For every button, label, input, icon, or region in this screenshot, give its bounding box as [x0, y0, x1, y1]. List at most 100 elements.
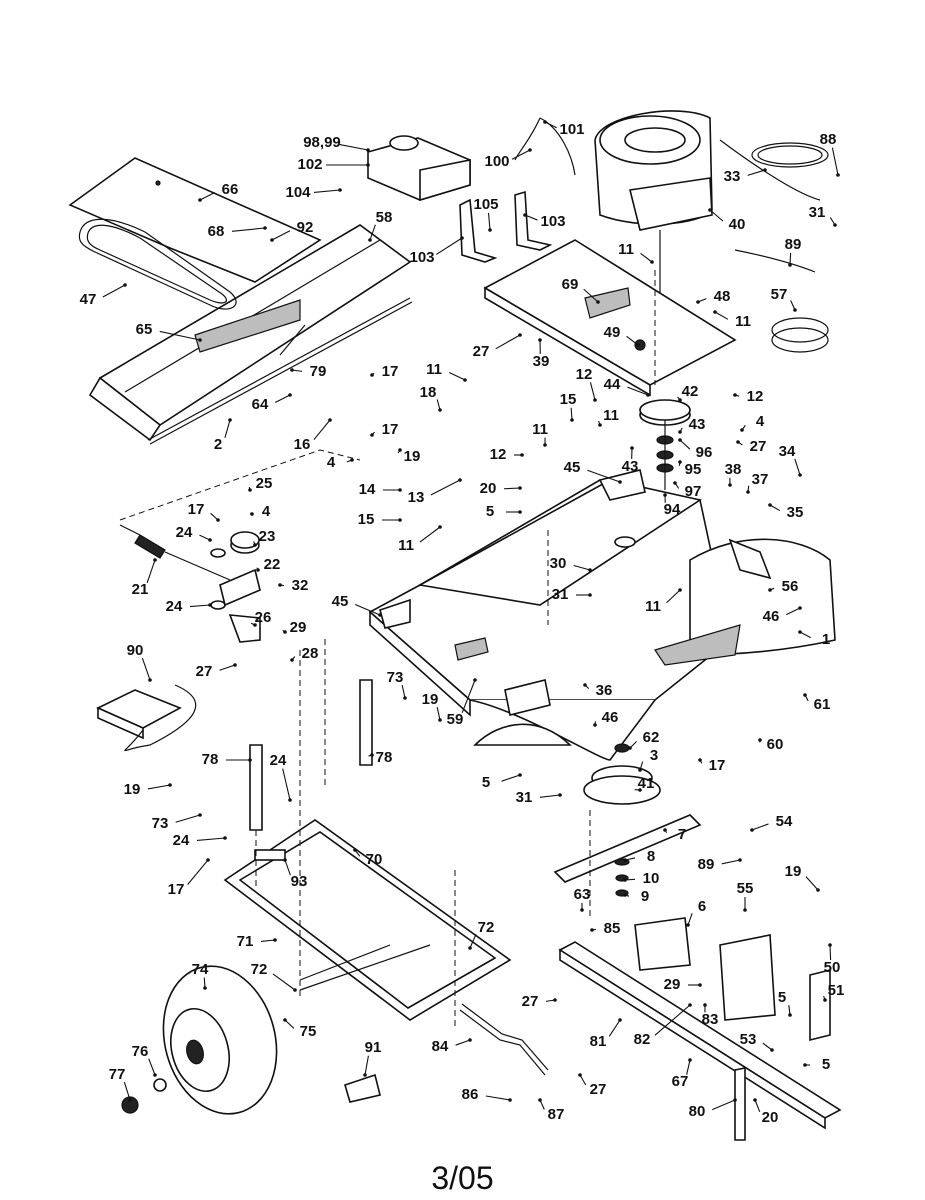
callout-label: 15: [560, 391, 577, 408]
callout-label: 86: [462, 1086, 479, 1103]
callout: 25: [248, 475, 272, 492]
callout: 74: [192, 961, 209, 990]
callout-label: 31: [516, 789, 533, 806]
callout: 17: [370, 421, 398, 438]
callout-arrow-tip: [256, 568, 260, 572]
callout: 11: [532, 421, 548, 447]
callout: 19: [397, 448, 420, 465]
callout-label: 76: [132, 1043, 149, 1060]
callout: 75: [283, 1018, 316, 1040]
callout: 76: [132, 1043, 157, 1077]
callout-label: 40: [729, 216, 746, 233]
callout-label: 46: [602, 709, 619, 726]
callout-leader: [640, 252, 653, 263]
callout-arrow-tip: [698, 983, 702, 987]
callout: 45: [332, 593, 382, 617]
callout-leader: [148, 1058, 156, 1076]
callout-arrow-tip: [768, 503, 772, 507]
callout-label: 24: [173, 832, 190, 849]
callout-label: 72: [478, 919, 495, 936]
callout-label: 43: [622, 458, 639, 475]
callout-leader: [461, 679, 476, 714]
callout-arrow-tip: [398, 518, 402, 522]
callout-arrow-tip: [678, 460, 682, 464]
callout-label: 11: [735, 313, 751, 330]
callout-label: 78: [376, 749, 393, 766]
callout: 11: [598, 407, 619, 427]
callout-label: 19: [422, 691, 439, 708]
callout-label: 39: [533, 353, 550, 370]
callout-label: 55: [737, 880, 754, 897]
callout-arrow-tip: [468, 1038, 472, 1042]
callout-label: 92: [297, 219, 314, 236]
callout-label: 85: [604, 920, 621, 937]
callout-arrow-tip: [250, 512, 254, 516]
callout-arrow-tip: [458, 478, 462, 482]
callout: 65: [136, 321, 202, 342]
callout-label: 14: [359, 481, 376, 498]
callout: 90: [127, 642, 152, 682]
callout-arrow-tip: [770, 1048, 774, 1052]
callout: 29: [664, 976, 702, 993]
callout: 16: [294, 418, 332, 453]
callout-label: 24: [176, 524, 193, 541]
callout-label: 49: [604, 324, 621, 341]
callout-arrow-tip: [758, 738, 762, 742]
callout-arrow-tip: [278, 583, 282, 587]
callout-arrow-tip: [223, 836, 227, 840]
callout-label: 5: [778, 989, 786, 1006]
callout-arrow-tip: [703, 1003, 707, 1007]
callout-arrow-tip: [623, 878, 627, 882]
callout: 51: [823, 982, 844, 1002]
callout-label: 28: [302, 645, 319, 662]
callout-label: 17: [709, 757, 726, 774]
callout-arrow-tip: [518, 486, 522, 490]
callout-label: 84: [432, 1038, 449, 1055]
callout-leader: [495, 334, 521, 350]
callout: 96: [678, 438, 712, 461]
callout-arrow-tip: [698, 758, 702, 762]
callout: 72: [468, 919, 494, 950]
callout-arrow-tip: [488, 228, 492, 232]
callout-arrow-tip: [473, 678, 477, 682]
callout-arrow-tip: [728, 483, 732, 487]
callout-label: 94: [664, 501, 681, 518]
callout-arrow-tip: [750, 828, 754, 832]
callout-arrow-tip: [598, 423, 602, 427]
callout-label: 11: [603, 407, 619, 424]
callout-arrow-tip: [290, 658, 294, 662]
callout-label: 23: [259, 528, 276, 545]
callout-label: 61: [814, 696, 831, 713]
callout-leader: [799, 631, 811, 639]
callout-leader: [579, 1074, 587, 1086]
callout-leader: [511, 149, 531, 160]
callout-leader: [436, 237, 463, 255]
callout-arrow-tip: [468, 946, 472, 950]
callout: 34: [779, 443, 802, 477]
callout: 46: [763, 606, 802, 625]
callout-label: 51: [828, 982, 845, 999]
mower-deck: [368, 469, 836, 761]
callout-label: 83: [702, 1011, 719, 1028]
callout-leader: [573, 564, 591, 571]
spindle-blade: [553, 743, 702, 897]
callout-leader: [146, 559, 156, 584]
callout: 24: [176, 524, 212, 542]
callout-label: 43: [689, 416, 706, 433]
callout: 82: [634, 1003, 692, 1048]
callout: 98,99: [303, 134, 370, 152]
callout-arrow-tip: [593, 398, 597, 402]
callout-arrow-tip: [353, 848, 357, 852]
callout-arrow-tip: [168, 783, 172, 787]
callout: 85: [590, 920, 620, 937]
callout: 19: [422, 691, 442, 722]
callout-arrow-tip: [293, 988, 297, 992]
callout-label: 102: [297, 156, 322, 173]
callout-arrow-tip: [583, 683, 587, 687]
callout-leader: [271, 230, 291, 241]
callout-arrow-tip: [370, 373, 374, 377]
callout: 97: [673, 481, 701, 500]
callout: 44: [604, 376, 650, 397]
callout-leader: [313, 419, 331, 441]
callout-arrow-tip: [350, 458, 354, 462]
